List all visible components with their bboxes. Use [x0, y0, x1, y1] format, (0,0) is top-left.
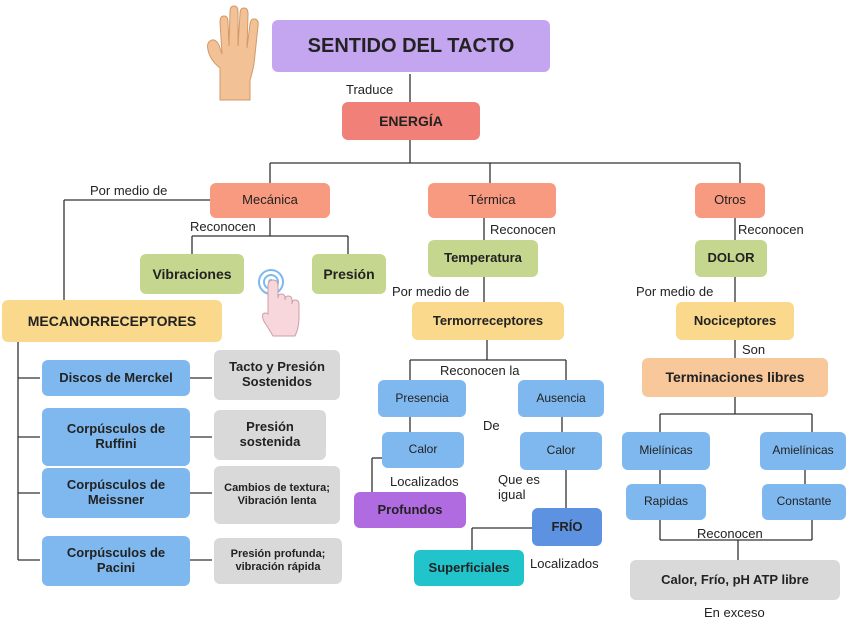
page-title: SENTIDO DEL TACTO [307, 34, 515, 57]
node-calor-frio-ph: Calor, Frío, pH ATP libre [630, 560, 840, 600]
node-nociceptores: Nociceptores [676, 302, 794, 340]
node-corpusculos-pacini: Corpúsculos de Pacini [42, 536, 190, 586]
node-calor-presencia: Calor [382, 432, 464, 468]
hand-icon [207, 5, 259, 101]
node-corpusculos-ruffini: Corpúsculos de Ruffini [42, 408, 190, 466]
node-termorreceptores: Termorreceptores [412, 302, 564, 340]
node-cambios-textura: Cambios de textura; Vibración lenta [214, 466, 340, 524]
node-constante: Constante [762, 484, 846, 520]
label-de: De [483, 418, 500, 433]
label-por-medio-de-3: Por medio de [636, 284, 714, 299]
node-energia: ENERGÍA [342, 102, 480, 140]
node-otros: Otros [695, 183, 765, 218]
label-en-exceso: En exceso [704, 605, 765, 620]
node-terminaciones-libres: Terminaciones libres [642, 358, 828, 397]
node-presion: Presión [312, 254, 386, 294]
label-por-medio-de-2: Por medio de [392, 284, 470, 299]
node-calor-ausencia: Calor [520, 432, 602, 470]
label-son: Son [742, 342, 766, 357]
label-que-es-igual: Que es igual [498, 472, 554, 502]
node-mecanica: Mecánica [210, 183, 330, 218]
node-superficiales: Superficiales [414, 550, 524, 586]
node-discos-merkel: Discos de Merckel [42, 360, 190, 396]
node-presion-profunda: Presión profunda; vibración rápida [214, 538, 342, 584]
node-amielinicas: Amielínicas [760, 432, 846, 470]
label-por-medio-de-1: Por medio de [90, 183, 168, 198]
label-reconocen-3: Reconocen [738, 222, 804, 237]
node-tacto-presion: Tacto y Presión Sostenidos [214, 350, 340, 400]
node-corpusculos-meissner: Corpúsculos de Meissner [42, 468, 190, 518]
node-dolor: DOLOR [695, 240, 767, 277]
que-es-igual-text: Que es igual [498, 472, 540, 502]
node-presencia: Presencia [378, 380, 466, 417]
label-reconocen-4: Reconocen [697, 526, 763, 541]
node-temperatura: Temperatura [428, 240, 538, 277]
label-reconocen-la: Reconocen la [440, 363, 520, 378]
node-vibraciones: Vibraciones [140, 254, 244, 294]
node-mecanorreceptores: MECANORRECEPTORES [2, 300, 222, 342]
node-ausencia: Ausencia [518, 380, 604, 417]
node-termica: Térmica [428, 183, 556, 218]
label-reconocen-1: Reconocen [190, 219, 256, 234]
node-profundos: Profundos [354, 492, 466, 528]
label-localizados-2: Localizados [530, 556, 599, 571]
label-reconocen-2: Reconocen [490, 222, 556, 237]
touch-finger-icon [258, 269, 300, 337]
node-frio: FRÍO [532, 508, 602, 546]
title-box: SENTIDO DEL TACTO [272, 20, 550, 72]
node-presion-sostenida: Presión sostenida [214, 410, 326, 460]
label-traduce: Traduce [346, 82, 394, 97]
label-localizados-1: Localizados [390, 474, 459, 489]
node-mielinicas: Mielínicas [622, 432, 710, 470]
node-rapidas: Rapidas [626, 484, 706, 520]
